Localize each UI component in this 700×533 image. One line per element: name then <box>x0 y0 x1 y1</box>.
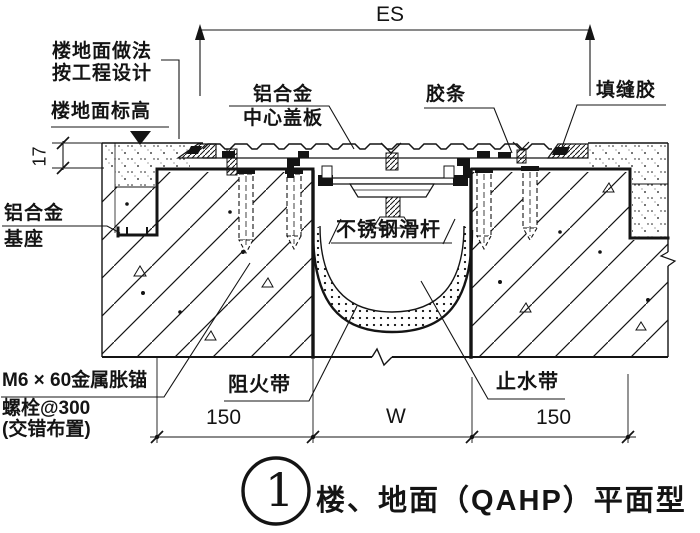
label-floor-method-line2: 按工程设计 <box>52 63 153 84</box>
label-floor-method-line1: 楼地面做法 <box>52 41 153 62</box>
label-waterstop: 止水带 <box>496 371 559 393</box>
dimension-es <box>195 24 595 96</box>
detail-title: 楼、地面（QAHP）平面型 <box>316 485 687 517</box>
floor-finish-left <box>102 142 203 233</box>
plate-screws <box>226 141 530 176</box>
edge-sealant-wedge-right <box>546 143 589 159</box>
detail-number-circle <box>241 456 311 526</box>
label-fire-barrier: 阻火带 <box>228 374 291 396</box>
dim-17-label: 17 <box>29 146 50 167</box>
label-alu-base-line1: 铝合金 <box>4 203 65 224</box>
label-alu-cover-line1: 铝合金 <box>253 84 314 105</box>
label-rubber-strip: 胶条 <box>426 84 467 105</box>
edge-sealant-wedge-left <box>176 143 217 159</box>
slide-rod-assembly <box>318 175 468 229</box>
dimension-17 <box>52 136 104 175</box>
dim-150-right-label: 150 <box>536 406 572 429</box>
floor-finish-right <box>588 142 668 237</box>
label-joint-sealant: 填缝胶 <box>596 80 657 101</box>
plate-brackets <box>287 158 470 179</box>
aggregate-symbols <box>125 182 650 341</box>
annotation-leaders <box>1 59 666 402</box>
label-anchor-line2: 螺栓@300 <box>2 398 91 419</box>
elevation-mark <box>130 131 151 145</box>
label-anchor-line1: M6 × 60金属胀锚 <box>2 370 148 391</box>
detail-number: 1 <box>265 463 295 517</box>
anchor-bolt <box>237 169 255 255</box>
dimension-chain-bottom <box>150 357 636 444</box>
label-anchor-line3: (交错布置) <box>2 419 91 440</box>
anchor-bolt <box>285 169 303 251</box>
anchor-bolt <box>521 166 539 242</box>
waterstop-loop <box>311 225 474 334</box>
dim-es-label: ES <box>376 3 405 26</box>
section-boundaries <box>101 143 677 367</box>
anchor-bolt <box>475 168 493 251</box>
dim-150-left-label: 150 <box>206 406 242 429</box>
dim-w-label: W <box>386 405 406 428</box>
label-alu-base-line2: 基座 <box>4 229 45 250</box>
centre-cover-plate <box>176 141 589 179</box>
label-ss-slide-rod: 不锈钢滑杆 <box>336 219 441 241</box>
label-floor-level: 楼地面标高 <box>51 101 152 122</box>
label-alu-cover-line2: 中心盖板 <box>243 108 324 129</box>
concrete-slab-left <box>102 172 313 357</box>
